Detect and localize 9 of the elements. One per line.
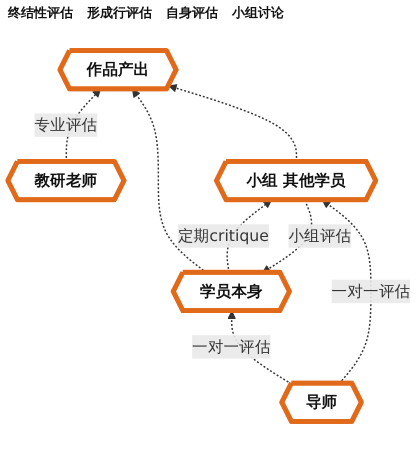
note-text: 终结性评估 (8, 5, 73, 22)
edge-label: 专业评估 (34, 115, 98, 134)
edge-label: 定期critique (178, 226, 269, 245)
edge-label: 一对一评估 (332, 282, 410, 300)
note-text: 小组讨论 (232, 5, 284, 22)
edge-label: 一对一评估 (192, 337, 271, 356)
note-text: 形成行评估 (87, 5, 152, 22)
edge-label: 小组评估 (288, 226, 352, 245)
note-text: 自身评估 (166, 5, 218, 22)
